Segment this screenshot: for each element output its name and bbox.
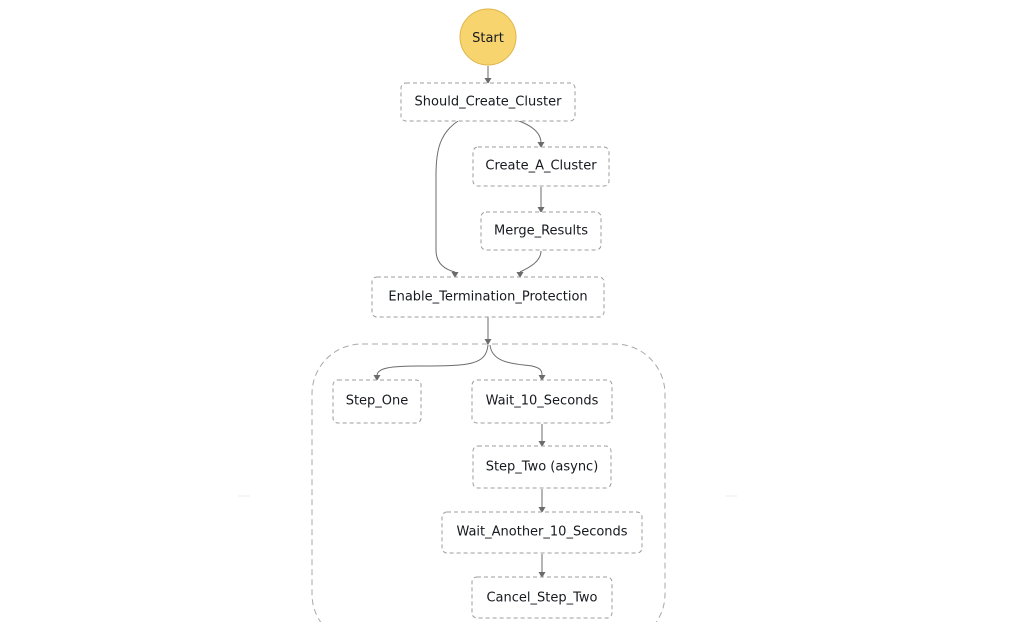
state-wait-10-seconds[interactable]: Wait_10_Seconds — [471, 379, 613, 424]
arrowhead — [538, 441, 546, 447]
state-label: Wait_10_Seconds — [486, 394, 599, 409]
state-enable-termination-protection[interactable]: Enable_Termination_Protection — [371, 276, 605, 318]
state-label: Wait_Another_10_Seconds — [456, 525, 627, 540]
state-box — [472, 146, 610, 187]
state-box — [480, 211, 602, 251]
state-wait-another-10-seconds[interactable]: Wait_Another_10_Seconds — [441, 511, 643, 554]
state-label: Step_One — [346, 394, 409, 409]
state-merge-results[interactable]: Merge_Results — [480, 211, 602, 251]
edge-should-create-to-create-cluster — [518, 120, 542, 144]
edges — [373, 66, 546, 578]
arrowhead — [538, 375, 546, 381]
edge-should-create-to-enable-protection — [435, 120, 459, 273]
state-box — [332, 379, 422, 424]
start-circle — [459, 8, 517, 66]
state-label: Should_Create_Cluster — [415, 95, 563, 110]
edge-parallel-to-wait-10 — [489, 344, 543, 376]
arrowhead — [484, 78, 492, 84]
state-label: Enable_Termination_Protection — [388, 290, 587, 305]
state-step-two-async[interactable]: Step_Two (async) — [472, 445, 612, 489]
start-label: Start — [472, 31, 504, 46]
edge-parallel-to-step-one — [376, 344, 489, 376]
arrowhead — [537, 142, 545, 148]
start-node[interactable]: Start — [459, 8, 517, 66]
state-cancel-step-two[interactable]: Cancel_Step_Two — [471, 576, 613, 619]
state-label: Merge_Results — [494, 224, 588, 239]
arrowhead — [484, 339, 492, 345]
arrowhead — [538, 572, 546, 578]
arrowhead — [537, 207, 545, 213]
state-box — [371, 276, 605, 318]
arrowhead — [373, 375, 381, 381]
state-step-one[interactable]: Step_One — [332, 379, 422, 424]
state-box — [471, 576, 613, 619]
state-label: Cancel_Step_Two — [486, 591, 597, 606]
edge-merge-results-to-enable-protection — [519, 250, 542, 273]
state-box — [441, 511, 643, 554]
state-should-create-cluster[interactable]: Should_Create_Cluster — [400, 82, 576, 122]
arrowhead — [451, 272, 459, 278]
state-label: Step_Two (async) — [486, 460, 599, 475]
state-box — [471, 379, 613, 424]
state-create-a-cluster[interactable]: Create_A_Cluster — [472, 146, 610, 187]
arrowhead — [516, 272, 524, 278]
arrowhead — [538, 507, 546, 513]
state-label: Create_A_Cluster — [485, 159, 597, 174]
state-box — [400, 82, 576, 122]
parallel-state-container[interactable] — [311, 343, 666, 622]
state-box — [472, 445, 612, 489]
